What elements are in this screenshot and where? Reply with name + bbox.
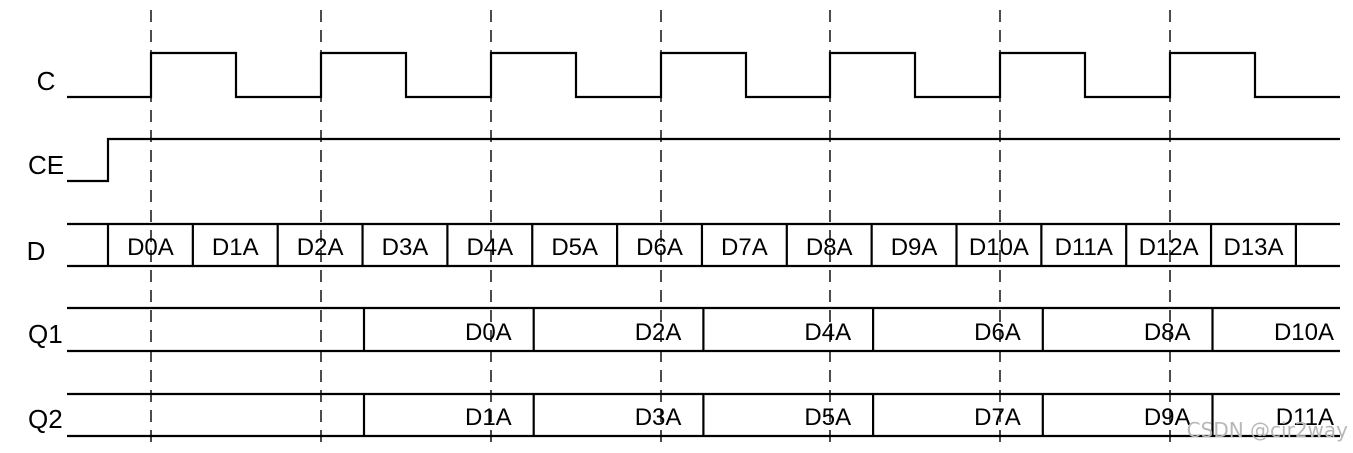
data-value: D4A <box>466 234 513 261</box>
clock-edge-guides <box>150 10 1171 450</box>
output-value: D10A <box>1274 319 1334 346</box>
data-value: D2A <box>297 234 344 261</box>
output-value: D8A <box>1144 319 1191 346</box>
output-value: D7A <box>974 404 1021 431</box>
data-value: D5A <box>551 234 598 261</box>
data-value: D9A <box>891 234 938 261</box>
output-value: D4A <box>804 319 851 346</box>
output-value: D0A <box>465 319 512 346</box>
data-value: D11A <box>1055 234 1113 261</box>
signal-label-d: D <box>27 236 46 266</box>
q1-bus: D0A D2A D4A D6A D8A D10A <box>67 306 1340 353</box>
signal-label-q2: Q2 <box>28 404 63 434</box>
signal-label-q1: Q1 <box>28 319 63 349</box>
data-value: D8A <box>806 234 853 261</box>
output-value: D2A <box>635 319 682 346</box>
data-bus: D0A D1A D2A D3A D4A D5A D6A D7A D8A D9A D10A D11A D1… <box>67 222 1340 268</box>
data-value: D7A <box>721 234 768 261</box>
output-value: D3A <box>635 404 682 431</box>
data-value: D1A <box>212 234 259 261</box>
output-value: D9A <box>1144 404 1191 431</box>
output-value: D11A <box>1276 404 1334 431</box>
watermark: CSDN @cir2way <box>1187 418 1348 442</box>
data-value: D12A <box>1139 234 1199 261</box>
q2-bus: D1A D3A D5A D7A D9A D11A <box>67 392 1340 438</box>
output-value: D1A <box>465 404 512 431</box>
output-value: D6A <box>974 319 1021 346</box>
data-value: D6A <box>636 234 683 261</box>
data-value: D0A <box>127 234 174 261</box>
clock-enable-waveform <box>67 137 1340 183</box>
data-value: D10A <box>969 234 1029 261</box>
signal-label-c: C <box>37 66 56 96</box>
data-value: D3A <box>382 234 429 261</box>
data-value: D13A <box>1223 234 1283 261</box>
signal-label-ce: CE <box>28 150 64 180</box>
clock-waveform <box>67 51 1340 99</box>
output-value: D5A <box>804 404 851 431</box>
